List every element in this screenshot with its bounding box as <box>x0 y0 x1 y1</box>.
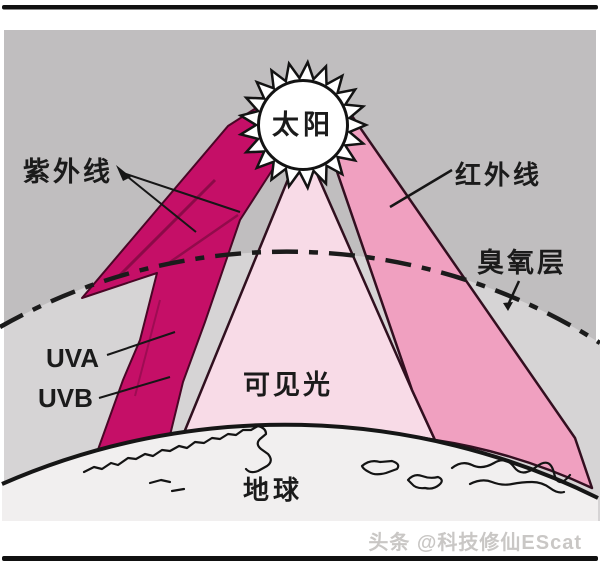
uv-label: 紫外线 <box>23 157 113 187</box>
coastlines <box>82 424 572 494</box>
watermark-text: 头条 @科技修仙EScat <box>368 530 582 554</box>
earth-shape <box>2 424 598 521</box>
infrared-label: 红外线 <box>455 160 542 190</box>
coastline-main <box>82 424 272 474</box>
uv-beam-shading-line <box>134 299 161 397</box>
coastline-island <box>360 459 400 476</box>
coastline-island-chain <box>468 479 566 494</box>
ozone-layer-line <box>0 249 600 345</box>
leader-lines <box>98 168 521 399</box>
top-border-rule <box>2 5 598 10</box>
uv-arrow-line <box>122 172 241 213</box>
uva-label: UVA <box>46 343 99 373</box>
ozone-arrowhead-icon <box>503 302 513 311</box>
uv-arrowhead-icon <box>116 165 131 181</box>
uvb-label: UVB <box>38 383 93 413</box>
sun-label: 太阳 <box>272 110 334 140</box>
ozone-leader-line <box>506 280 521 306</box>
coastline-detail <box>148 478 186 493</box>
uv-arrow-line <box>122 172 197 233</box>
uv-beam-shading-line <box>169 213 239 264</box>
visible-light-label: 可见光 <box>243 370 333 400</box>
coastline-island <box>406 474 443 490</box>
ozone-label: 臭氧层 <box>477 248 567 278</box>
bottom-border-rule <box>2 556 598 561</box>
sun-disc-icon <box>257 79 349 171</box>
uvb-leader-line <box>98 376 171 399</box>
earth-label: 地球 <box>243 475 303 505</box>
earth-outline <box>1 422 599 500</box>
infrared-leader-line <box>389 168 453 209</box>
coastline-island-chain <box>450 459 572 484</box>
uv-beam-shading-line <box>118 178 217 277</box>
uva-leader-line <box>106 331 176 356</box>
